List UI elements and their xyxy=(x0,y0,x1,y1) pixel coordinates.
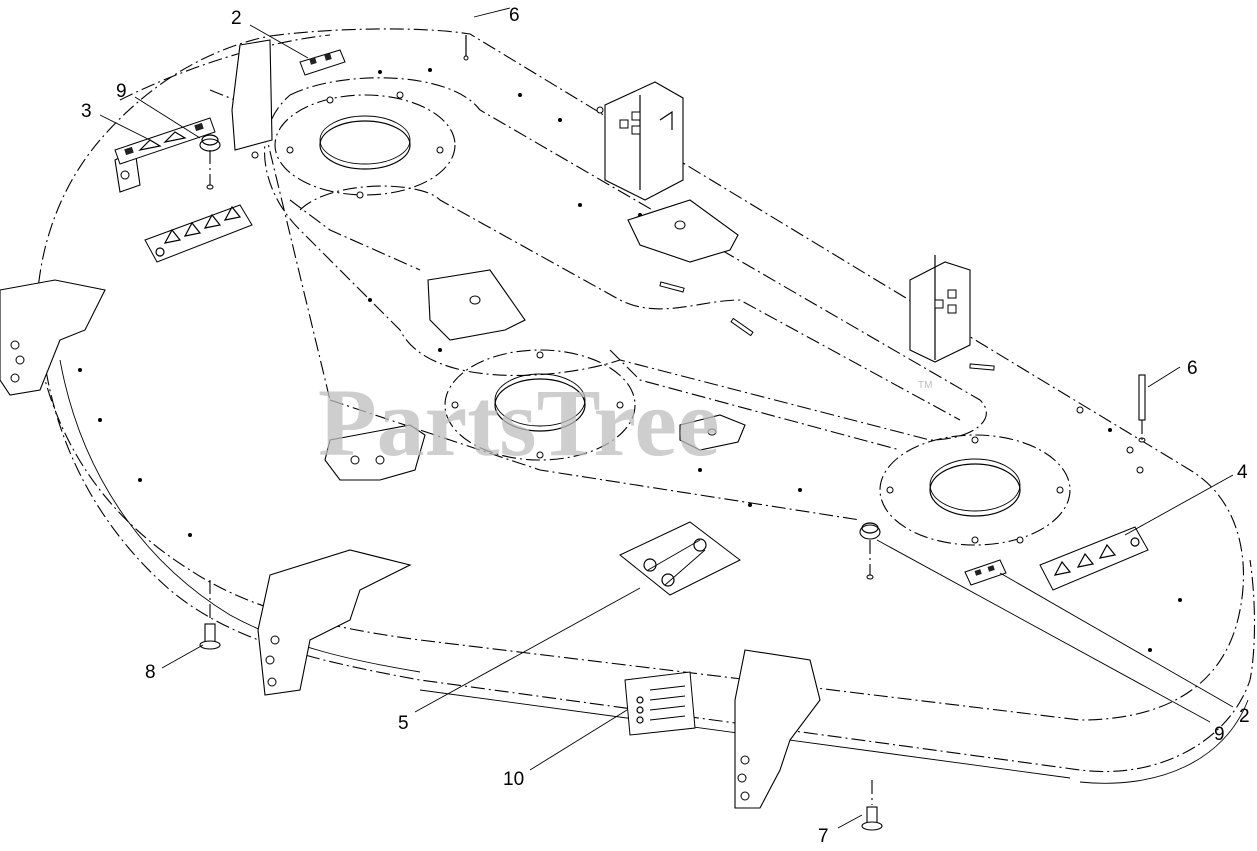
watermark-trademark: TM xyxy=(918,380,932,391)
callout-5: 5 xyxy=(398,713,409,734)
center-bracket xyxy=(427,269,526,341)
pin-6-right xyxy=(1138,374,1146,443)
rear-hanger-left xyxy=(114,39,273,193)
callout-6-top: 6 xyxy=(509,5,520,26)
callout-6-right: 6 xyxy=(1187,358,1198,379)
callout-7: 7 xyxy=(818,826,829,847)
mid-bracket xyxy=(627,199,739,263)
callout-9-left: 9 xyxy=(116,81,127,102)
leader-lines xyxy=(99,7,1234,829)
decal-5-belt-routing xyxy=(619,521,741,596)
hanger-bracket-left xyxy=(324,424,426,481)
callout-9-right: 9 xyxy=(1214,724,1225,745)
front-hanger-right xyxy=(734,649,821,809)
decal-4 xyxy=(1039,526,1149,591)
spindle-left xyxy=(274,94,456,196)
decal-2-top xyxy=(299,49,346,76)
callout-2-top: 2 xyxy=(231,8,242,29)
front-hanger-center xyxy=(257,549,412,696)
callout-8: 8 xyxy=(145,662,156,683)
bolt-8 xyxy=(199,580,221,650)
nut-9-right xyxy=(859,522,881,580)
spindle-center xyxy=(444,349,636,461)
callout-3: 3 xyxy=(81,101,92,122)
slots xyxy=(659,281,995,371)
callout-2-right: 2 xyxy=(1239,706,1250,727)
decal-10-height xyxy=(624,671,696,736)
front-hanger-left xyxy=(0,279,106,396)
nut-9-left xyxy=(199,134,221,190)
callout-4: 4 xyxy=(1237,462,1248,483)
watermark-text: PartsTree xyxy=(318,369,720,476)
pin-6-top xyxy=(463,35,469,61)
rear-bracket-upper xyxy=(604,81,684,201)
decal-3 xyxy=(114,117,216,165)
rear-bracket-right xyxy=(909,255,971,363)
bolt-holes xyxy=(78,68,1182,652)
belt-bracket xyxy=(679,414,746,451)
decal-warning-left xyxy=(144,204,253,263)
bolt-7 xyxy=(861,780,883,831)
spindle-right xyxy=(879,434,1071,546)
callout-10: 10 xyxy=(503,769,524,790)
decal-2-right xyxy=(964,559,1007,586)
